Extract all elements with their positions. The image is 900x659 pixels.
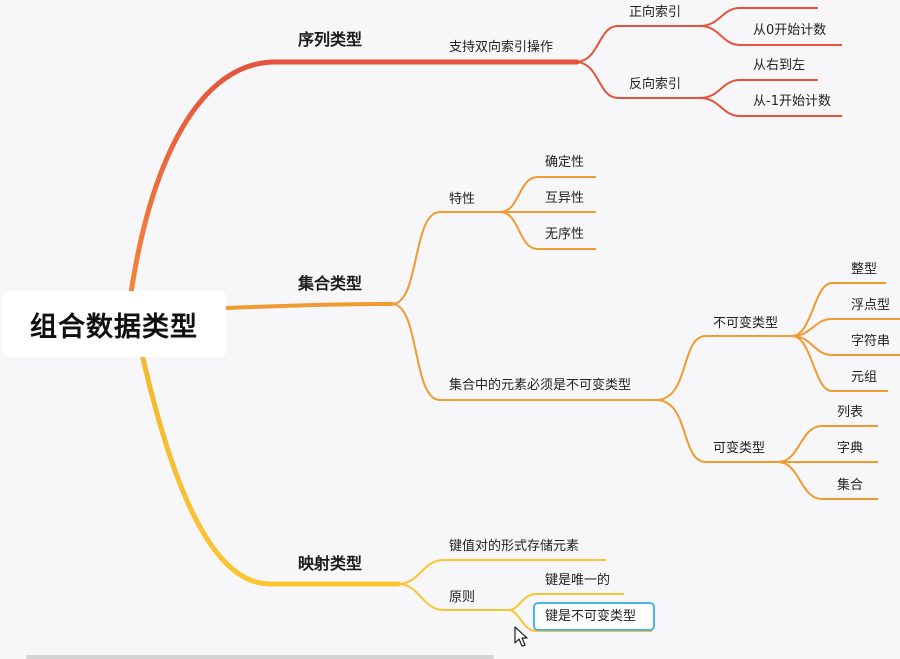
mapping-connectors <box>397 559 652 632</box>
node-mapping-type[interactable]: 映射类型 <box>298 554 363 573</box>
node-right-to-left[interactable]: 从右到左 <box>753 58 806 73</box>
root-node[interactable]: 组合数据类型 <box>2 291 226 357</box>
horizontal-scrollbar[interactable] <box>26 655 494 659</box>
node-key-immutable[interactable]: 键是不可变类型 <box>545 609 637 624</box>
selected-node-highlight[interactable] <box>533 602 655 631</box>
set-connectors <box>391 176 900 500</box>
sequence-connectors <box>392 7 842 117</box>
node-principle[interactable]: 原则 <box>449 590 476 605</box>
node-determinacy[interactable]: 确定性 <box>545 155 585 170</box>
node-integer[interactable]: 整型 <box>851 262 878 277</box>
node-key-value-storage[interactable]: 键值对的形式存储元素 <box>449 539 580 554</box>
node-distinctness[interactable]: 互异性 <box>545 191 585 206</box>
connector-root-mapping <box>137 342 401 587</box>
node-count-from-minus-one[interactable]: 从-1开始计数 <box>753 94 831 109</box>
node-traits[interactable]: 特性 <box>449 192 476 207</box>
node-set[interactable]: 集合 <box>837 478 864 493</box>
node-bidirectional-index[interactable]: 支持双向索引操作 <box>449 40 554 55</box>
node-elements-immutable-rule[interactable]: 集合中的元素必须是不可变类型 <box>449 378 632 393</box>
connector-root-sequence <box>127 59 580 303</box>
node-forward-index[interactable]: 正向索引 <box>629 5 682 20</box>
node-float[interactable]: 浮点型 <box>851 298 891 313</box>
node-key-unique[interactable]: 键是唯一的 <box>545 573 611 588</box>
node-immutable-types[interactable]: 不可变类型 <box>713 316 779 331</box>
node-count-from-zero[interactable]: 从0开始计数 <box>753 23 827 38</box>
node-dict[interactable]: 字典 <box>837 441 864 456</box>
node-mutable-types[interactable]: 可变类型 <box>713 441 766 456</box>
node-set-type[interactable]: 集合类型 <box>298 274 363 293</box>
mouse-cursor-icon <box>514 626 528 647</box>
node-reverse-index[interactable]: 反向索引 <box>629 77 682 92</box>
node-sequence-type[interactable]: 序列类型 <box>298 30 363 49</box>
root-label: 组合数据类型 <box>30 311 198 343</box>
node-list[interactable]: 列表 <box>837 405 864 420</box>
node-unordered[interactable]: 无序性 <box>545 227 585 242</box>
node-string[interactable]: 字符串 <box>851 334 891 349</box>
node-tuple[interactable]: 元组 <box>851 370 878 385</box>
connector-root-set <box>224 302 394 310</box>
